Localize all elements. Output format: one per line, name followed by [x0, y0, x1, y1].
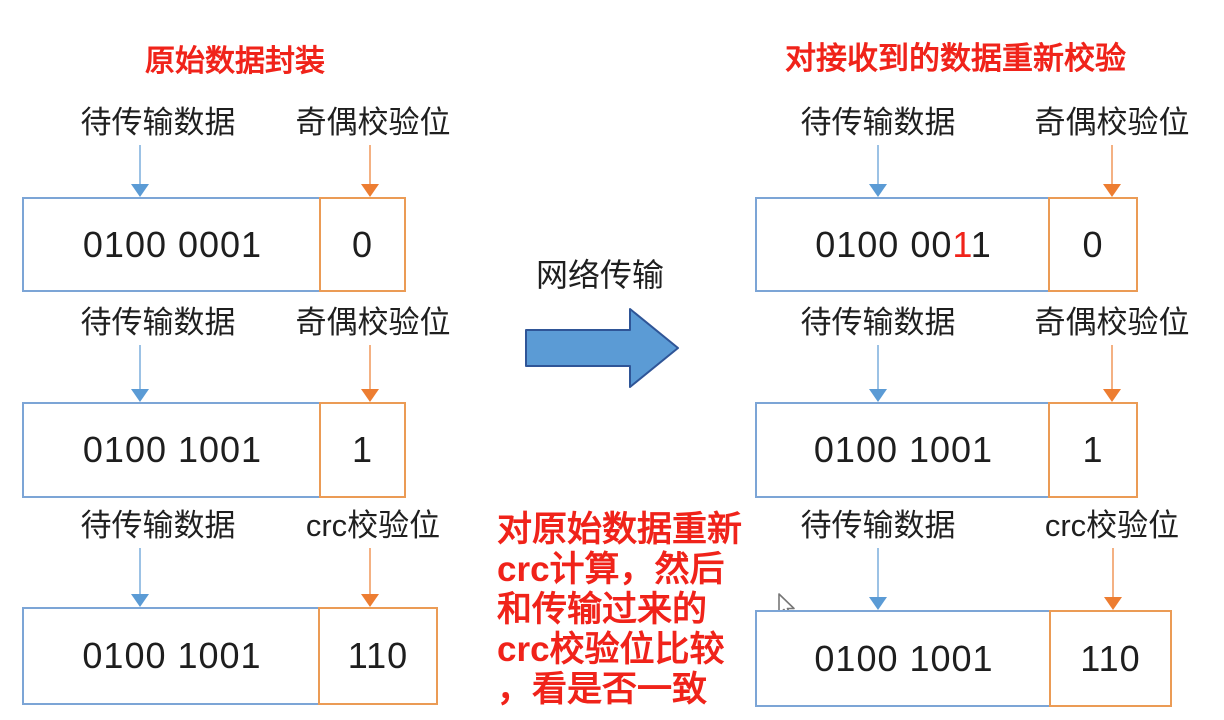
- note-line: ，看是否一致: [497, 670, 708, 709]
- down-arrow-orange-icon: [361, 145, 379, 197]
- data-label: 待传输数据: [80, 305, 236, 340]
- check-cell: 1: [319, 402, 406, 498]
- right-packet-row-2: 待传输数据 奇偶校验位 0100 1001 1: [750, 303, 1220, 499]
- data-value: 0100 1001: [82, 429, 263, 470]
- data-label: 待传输数据: [800, 508, 956, 543]
- down-arrow-orange-icon: [1103, 345, 1121, 402]
- check-label: crc校验位: [305, 508, 441, 543]
- down-arrow-orange-icon: [1103, 145, 1121, 197]
- data-value: 0100 1001: [814, 637, 994, 679]
- left-packet-row-3: 待传输数据 crc校验位 0100 1001 110: [20, 506, 475, 705]
- data-cell: 0100 1001: [755, 610, 1053, 707]
- network-transfer-label: 网络传输: [535, 257, 664, 293]
- check-value: 1: [351, 429, 374, 470]
- data-value: 0100 1001: [82, 635, 262, 676]
- check-value: 110: [347, 635, 409, 676]
- right-panel-title: 对接收到的数据重新校验: [785, 41, 1126, 76]
- check-cell: 0: [319, 197, 406, 292]
- check-cell: 110: [318, 607, 438, 705]
- note-line: crc校验位比较: [497, 630, 725, 669]
- data-cell: 0100 0001: [22, 197, 323, 292]
- down-arrow-blue-icon: [131, 145, 149, 197]
- transfer-right-arrow-icon: [525, 308, 679, 388]
- data-value: 0100 1001: [813, 429, 994, 470]
- data-cell: 0100 1001: [22, 607, 322, 705]
- down-arrow-blue-icon: [131, 345, 149, 402]
- check-cell: 110: [1049, 610, 1172, 707]
- check-label: 奇偶校验位: [295, 105, 451, 140]
- right-packet-row-1: 待传输数据 奇偶校验位 0100 0011 0: [750, 103, 1220, 293]
- check-value: 1: [1082, 429, 1104, 470]
- data-value: 0100 0011: [815, 223, 992, 265]
- left-packet-row-2: 待传输数据 奇偶校验位 0100 1001 1: [20, 303, 475, 499]
- left-packet-row-1: 待传输数据 奇偶校验位 0100 0001 0: [20, 103, 475, 293]
- check-value: 0: [1082, 223, 1104, 265]
- check-label: 奇偶校验位: [295, 305, 451, 340]
- down-arrow-orange-icon: [361, 345, 379, 402]
- data-label: 待传输数据: [800, 105, 956, 140]
- check-cell: 0: [1048, 197, 1138, 292]
- down-arrow-blue-icon: [869, 548, 887, 610]
- down-arrow-orange-icon: [361, 548, 379, 607]
- data-cell: 0100 1001: [755, 402, 1052, 498]
- data-cell: 0100 1001: [22, 402, 323, 498]
- down-arrow-orange-icon: [1104, 548, 1122, 610]
- data-label: 待传输数据: [800, 305, 956, 340]
- data-label: 待传输数据: [80, 105, 236, 140]
- right-packet-row-3: 待传输数据 crc校验位 0100 1001 110: [750, 506, 1220, 707]
- check-label: 奇偶校验位: [1034, 105, 1190, 140]
- check-label: crc校验位: [1044, 508, 1180, 543]
- down-arrow-blue-icon: [869, 345, 887, 402]
- down-arrow-blue-icon: [869, 145, 887, 197]
- flipped-bit: 1: [952, 223, 971, 265]
- check-label: 奇偶校验位: [1034, 305, 1190, 340]
- data-label: 待传输数据: [80, 508, 236, 543]
- note-line: 和传输过来的: [497, 590, 708, 629]
- check-value: 0: [351, 223, 374, 265]
- data-cell: 0100 0011: [755, 197, 1052, 292]
- note-line: 对原始数据重新: [497, 510, 743, 549]
- down-arrow-blue-icon: [131, 548, 149, 607]
- note-line: crc计算，然后: [497, 550, 725, 589]
- check-value: 110: [1080, 637, 1141, 679]
- data-value: 0100 0001: [82, 223, 263, 265]
- check-cell: 1: [1048, 402, 1138, 498]
- left-panel-title: 原始数据封装: [145, 45, 325, 78]
- crc-recheck-note: 对原始数据重新 crc计算，然后 和传输过来的 crc校验位比较 ，看是否一致: [497, 510, 757, 710]
